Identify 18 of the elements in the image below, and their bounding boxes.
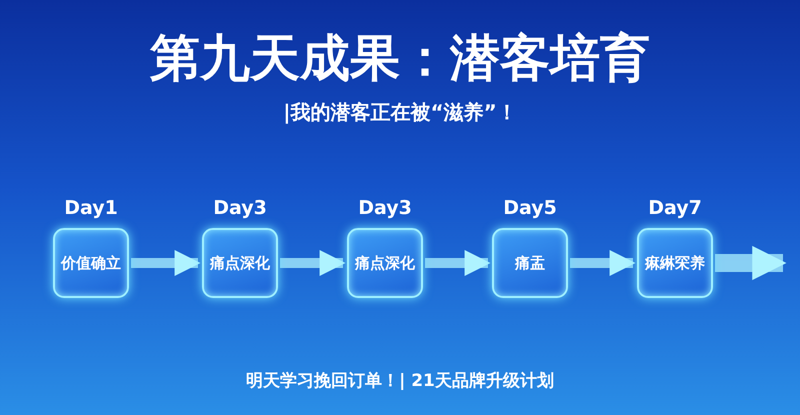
day-label: Day3 (213, 196, 267, 220)
title: 第九天成果：潜客培育 (149, 28, 651, 88)
arrow (280, 250, 346, 276)
process-box: 价值确立 (53, 228, 129, 298)
arrow (425, 250, 491, 276)
day-label: Day7 (648, 196, 702, 220)
process-box: 痳綝罙养 (637, 228, 713, 298)
process-box: 痛盂 (492, 228, 568, 298)
day-label: Day3 (358, 196, 412, 220)
arrow (570, 250, 636, 276)
footer-text: 明天学习挽回订单！| 21天品牌升级计划 (245, 370, 555, 393)
arrow (715, 246, 786, 280)
day-label: Day5 (503, 196, 557, 220)
day-label: Day1 (64, 196, 118, 220)
subtitle: |我的潜客正在被“滋养”！ (282, 99, 518, 125)
arrow (131, 250, 201, 276)
process-box: 痛点深化 (202, 228, 278, 298)
process-box: 痛点深化 (347, 228, 423, 298)
